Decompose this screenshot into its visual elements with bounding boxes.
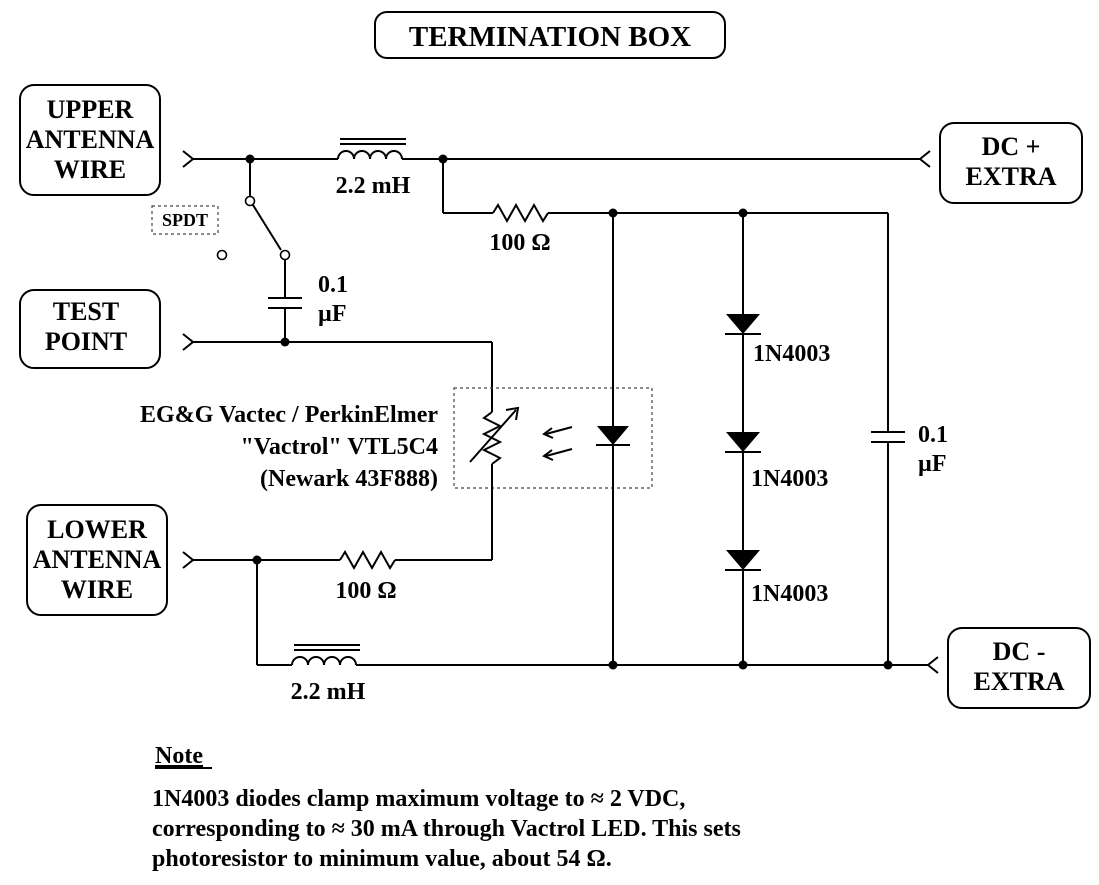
svg-text:UPPER: UPPER xyxy=(47,95,134,124)
spdt-label: SPDT xyxy=(162,210,208,230)
note-line-2: corresponding to ≈ 30 mA through Vactrol… xyxy=(152,816,741,842)
terminal-dc-minus: DC - EXTRA xyxy=(947,627,1091,709)
diode-string xyxy=(725,213,761,665)
terminal-dc-plus: DC + EXTRA xyxy=(939,122,1083,204)
svg-text:DC -: DC - xyxy=(993,637,1046,666)
capacitor-right-unit: µF xyxy=(918,451,947,477)
svg-text:POINT: POINT xyxy=(45,327,127,356)
diode-3-label: 1N4003 xyxy=(751,581,828,607)
note-heading: Note xyxy=(155,743,203,769)
vactrol-label-line1: EG&G Vactec / PerkinElmer xyxy=(140,402,438,428)
capacitor-right-value: 0.1 xyxy=(918,422,948,448)
svg-text:TEST: TEST xyxy=(53,297,120,326)
svg-text:ANTENNA: ANTENNA xyxy=(33,545,162,574)
svg-text:DC +: DC + xyxy=(982,132,1041,161)
svg-text:WIRE: WIRE xyxy=(61,575,133,604)
resistor-lower-label: 100 Ω xyxy=(335,578,396,604)
inductor-upper-label: 2.2 mH xyxy=(336,173,411,199)
diode-1-label: 1N4003 xyxy=(753,341,830,367)
test-point-wire xyxy=(193,341,493,412)
resistor-upper xyxy=(442,159,888,224)
resistor-upper-label: 100 Ω xyxy=(489,230,550,256)
inductor-lower xyxy=(256,560,928,666)
title-box xyxy=(374,11,726,59)
junction-dot xyxy=(608,208,618,218)
capacitor-test-value: 0.1 xyxy=(318,272,348,298)
svg-text:EXTRA: EXTRA xyxy=(973,667,1064,696)
diagram-title: TERMINATION BOX xyxy=(409,21,691,53)
svg-text:WIRE: WIRE xyxy=(54,155,126,184)
svg-text:ANTENNA: ANTENNA xyxy=(26,125,155,154)
svg-text:EXTRA: EXTRA xyxy=(965,162,1056,191)
inductor-lower-label: 2.2 mH xyxy=(291,679,366,705)
diode-2-label: 1N4003 xyxy=(751,466,828,492)
spdt-label-box xyxy=(151,205,219,235)
vactrol-label-line2: "Vactrol" VTL5C4 xyxy=(240,434,438,460)
svg-text:LOWER: LOWER xyxy=(47,515,147,544)
inductor-upper xyxy=(337,138,408,160)
capacitor-right xyxy=(871,213,905,665)
vactrol-led xyxy=(596,213,630,665)
capacitor-test xyxy=(268,297,302,342)
junction-dot xyxy=(738,208,748,218)
resistor-lower xyxy=(193,549,492,571)
vactrol-label-line3: (Newark 43F888) xyxy=(260,466,438,492)
vactrol-box xyxy=(453,387,653,489)
terminal-lower-antenna: LOWER ANTENNA WIRE xyxy=(26,504,168,616)
light-arrows-icon xyxy=(542,426,573,461)
terminal-test-point: TEST POINT xyxy=(19,289,161,369)
capacitor-test-unit: µF xyxy=(318,301,347,327)
junction-dot xyxy=(280,337,290,347)
photoresistor xyxy=(469,406,520,560)
terminal-upper-antenna: UPPER ANTENNA WIRE xyxy=(19,84,161,196)
note-line-1: 1N4003 diodes clamp maximum voltage to ≈… xyxy=(152,786,685,812)
spdt-switch xyxy=(216,159,291,298)
note-line-3: photoresistor to minimum value, about 54… xyxy=(152,846,612,872)
